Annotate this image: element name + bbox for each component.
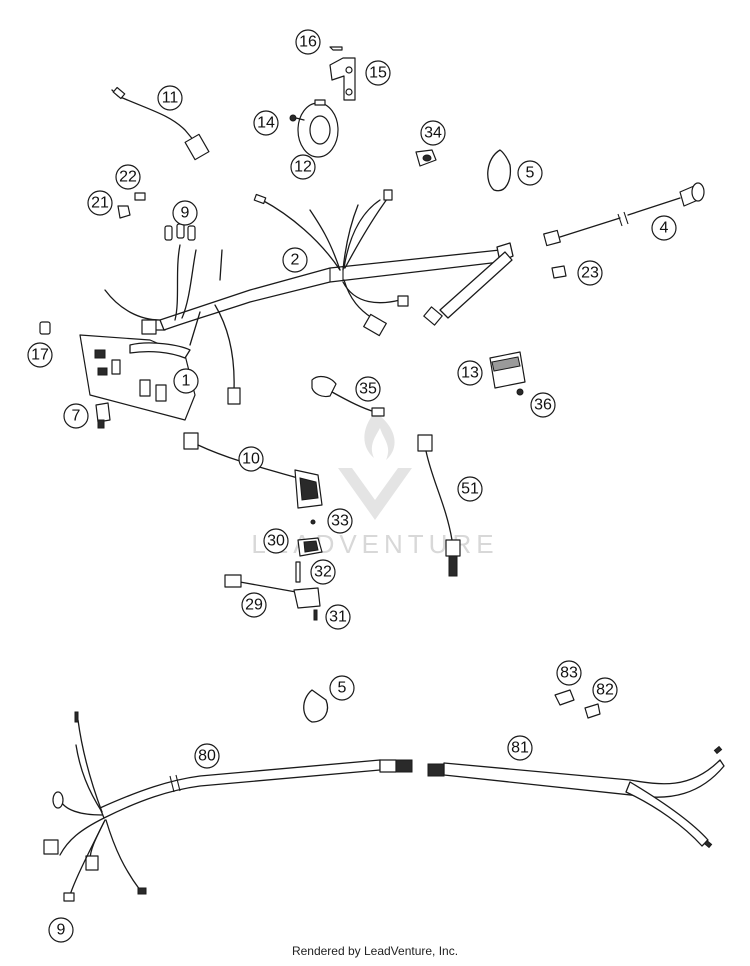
callout-83: 83	[556, 660, 582, 686]
callout-23: 23	[577, 260, 603, 286]
cable-11	[111, 86, 210, 161]
switch-7	[95, 402, 111, 429]
callout-33: 33	[327, 508, 353, 534]
callout-21: 21	[87, 190, 113, 216]
horn-bracket-assembly	[329, 46, 356, 101]
callout-51: 51	[457, 476, 483, 502]
svg-text:1: 1	[182, 373, 191, 390]
grommet-34	[415, 149, 437, 167]
callout-22: 22	[115, 164, 141, 190]
svg-text:11: 11	[162, 90, 179, 107]
svg-text:82: 82	[596, 682, 614, 699]
callout-34: 34	[420, 120, 446, 146]
svg-text:51: 51	[461, 481, 479, 498]
svg-text:4: 4	[660, 220, 669, 237]
rear-harness-81	[427, 745, 725, 849]
parts-82-83	[554, 689, 601, 719]
svg-text:5: 5	[526, 165, 535, 182]
bulbs-9	[164, 223, 196, 241]
footer-credit: Rendered by LeadVenture, Inc.	[291, 944, 459, 958]
callout-36: 36	[530, 392, 556, 418]
svg-text:23: 23	[581, 265, 599, 282]
callout-9-bottom: 9	[48, 917, 74, 943]
cable-4	[543, 182, 705, 247]
callout-12: 12	[290, 154, 316, 180]
switch-10	[183, 432, 323, 509]
horn	[289, 99, 339, 158]
callout-30: 30	[263, 528, 289, 554]
svg-text:10: 10	[242, 451, 260, 468]
fasteners-21-22	[117, 192, 146, 219]
watermark-text: LEADVENTURE	[251, 529, 498, 559]
svg-text:29: 29	[245, 597, 263, 614]
svg-text:14: 14	[257, 115, 275, 132]
clip-23	[551, 265, 567, 279]
svg-text:34: 34	[424, 125, 442, 142]
callout-10: 10	[238, 446, 264, 472]
callouts: 16 15 11 14 12 34 5 22 21 9 2 4 23 17 1 …	[27, 29, 677, 943]
panel-1	[79, 334, 196, 421]
svg-text:12: 12	[294, 159, 312, 176]
connector-17	[39, 321, 51, 335]
tie-strap-5	[487, 149, 512, 192]
rear-harness-80	[43, 711, 413, 902]
svg-text:9: 9	[57, 922, 66, 939]
switch-assembly-29-33	[224, 519, 323, 621]
callout-4: 4	[651, 215, 677, 241]
callout-2: 2	[282, 247, 308, 273]
svg-text:16: 16	[299, 34, 317, 51]
callout-81: 81	[507, 735, 533, 761]
svg-text:33: 33	[331, 513, 349, 530]
svg-text:5: 5	[338, 680, 347, 697]
svg-text:2: 2	[291, 252, 300, 269]
regulator-13	[489, 351, 526, 396]
svg-text:17: 17	[31, 347, 49, 364]
callout-35: 35	[355, 376, 381, 402]
svg-text:36: 36	[534, 397, 552, 414]
callout-5: 5	[517, 160, 543, 186]
callout-11: 11	[157, 85, 183, 111]
callout-15: 15	[365, 60, 391, 86]
svg-text:31: 31	[329, 609, 347, 626]
main-harness-2	[104, 189, 514, 405]
svg-text:35: 35	[359, 381, 377, 398]
part-35	[311, 375, 385, 417]
svg-text:30: 30	[267, 533, 285, 550]
svg-text:21: 21	[91, 195, 109, 212]
svg-text:32: 32	[314, 564, 332, 581]
callout-5-bottom: 5	[329, 675, 355, 701]
callout-82: 82	[592, 677, 618, 703]
sensor-51	[417, 434, 461, 577]
callout-17: 17	[27, 342, 53, 368]
svg-text:22: 22	[119, 169, 137, 186]
svg-text:81: 81	[511, 740, 529, 757]
callout-29: 29	[241, 592, 267, 618]
svg-text:15: 15	[369, 65, 387, 82]
callout-31: 31	[325, 604, 351, 630]
callout-80: 80	[194, 743, 220, 769]
callout-9: 9	[172, 200, 198, 226]
callout-7: 7	[63, 403, 89, 429]
callout-32: 32	[310, 559, 336, 585]
svg-text:83: 83	[560, 665, 578, 682]
svg-text:13: 13	[461, 365, 479, 382]
svg-text:7: 7	[72, 408, 81, 425]
callout-1: 1	[173, 368, 199, 394]
tie-strap-5-bottom	[303, 689, 329, 723]
callout-14: 14	[253, 110, 279, 136]
watermark-v-icon	[338, 468, 412, 520]
callout-13: 13	[457, 360, 483, 386]
callout-16: 16	[295, 29, 321, 55]
watermark-flame-icon	[364, 412, 395, 460]
svg-text:9: 9	[181, 205, 190, 222]
svg-text:80: 80	[198, 748, 216, 765]
